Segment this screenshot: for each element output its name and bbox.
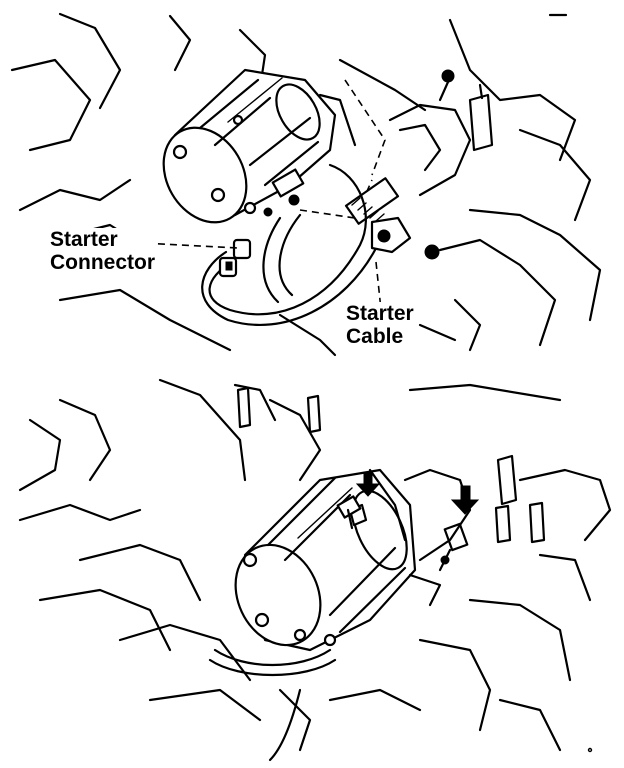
mounting-bolt-right: [438, 522, 469, 572]
starter-connector-label-line2: Connector: [50, 251, 155, 274]
starter-cable-label: Starter Cable: [344, 302, 416, 348]
starter-cable-label-line1: Starter: [346, 302, 414, 325]
starter-connector-label: Starter Connector: [48, 228, 157, 274]
starter-cable-label-line2: Cable: [346, 325, 404, 348]
mounting-bolt-left: [336, 495, 362, 530]
top-view-starter-removal: [10, 12, 602, 357]
starter-motor-bottom: [234, 468, 417, 652]
down-arrow-icon: [355, 471, 381, 497]
starter-cable-bottom: [208, 648, 337, 762]
down-arrow-icon: [450, 485, 480, 515]
bottom-view-starter-installed: [18, 378, 612, 762]
starter-pinion-top: [344, 177, 412, 254]
starter-motor-top: [162, 68, 337, 224]
starter-connector-top: [218, 238, 252, 278]
starter-connector-label-line1: Starter: [50, 228, 118, 251]
starter-cable-top: [201, 163, 377, 326]
